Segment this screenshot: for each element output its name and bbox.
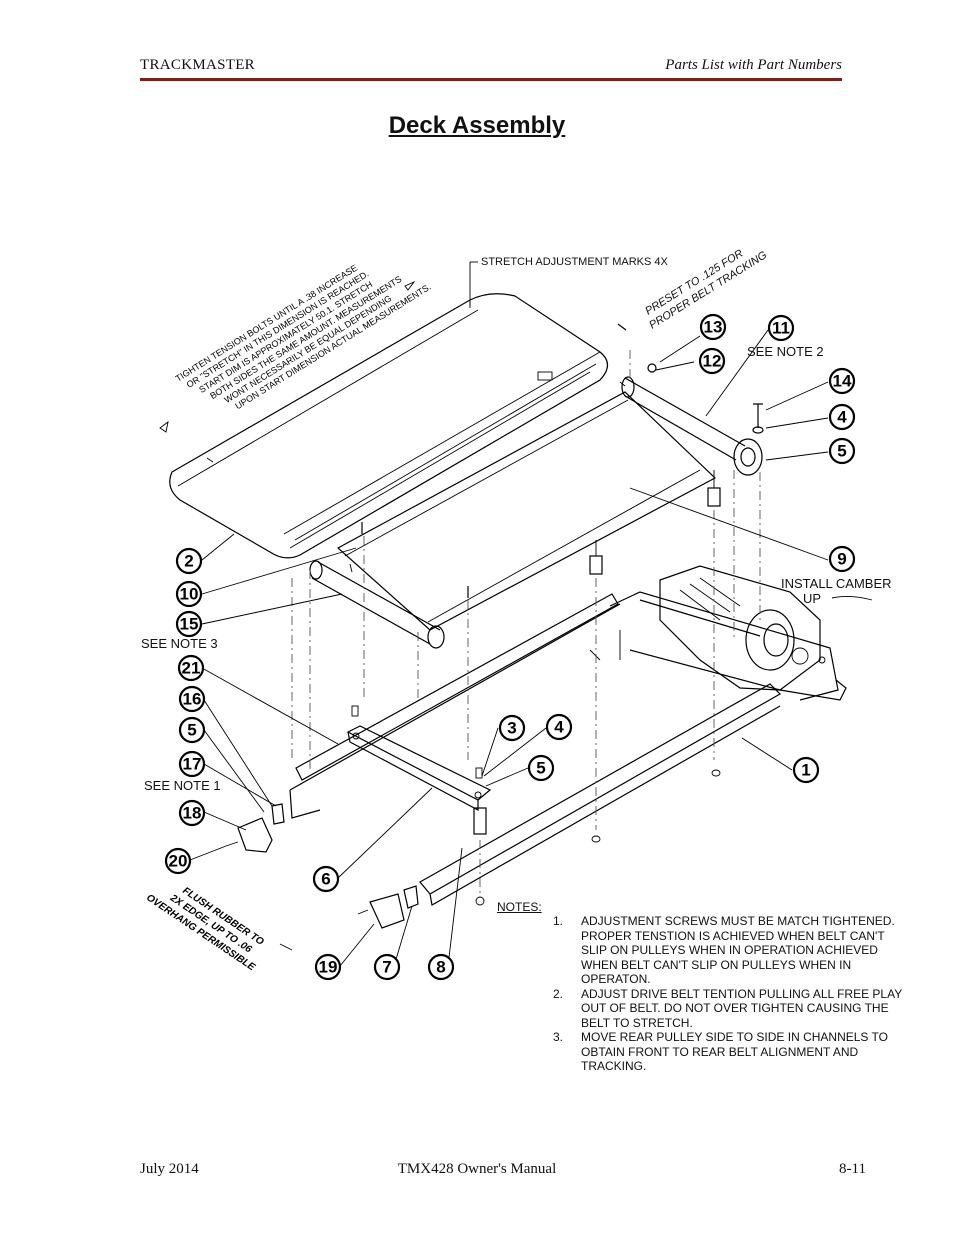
note-item: 3. MOVE REAR PULLEY SIDE TO SIDE IN CHAN… [553,1030,903,1074]
callout-4b: 4 [545,713,573,741]
svg-text:21: 21 [182,659,201,678]
notes-list: 1. ADJUSTMENT SCREWS MUST BE MATCH TIGHT… [553,914,903,1074]
note-text: MOVE REAR PULLEY SIDE TO SIDE IN CHANNEL… [581,1030,888,1073]
callout-4a: 4 [828,403,856,431]
flush-rubber-note: FLUSH RUBBER TO 2X EDGE, UP TO .06 OVERH… [144,885,265,973]
svg-text:18: 18 [183,804,202,823]
header-brand: TRACKMASTER [140,57,255,73]
svg-text:5: 5 [187,721,196,740]
header-section-title: Parts List with Part Numbers [665,57,842,73]
callout-16: 16 [178,685,206,713]
cross-bar [346,725,492,811]
callout-2: 2 [175,547,203,575]
install-camber-up-label: UP [803,591,821,606]
page-title: Deck Assembly [388,112,566,139]
svg-text:6: 6 [321,870,330,889]
callout-5a: 5 [828,437,856,465]
see-note-2-label: SEE NOTE 2 [747,344,824,359]
svg-text:12: 12 [703,352,722,371]
callout-11: 11 [767,314,795,342]
callout-9: 9 [828,545,856,573]
callout-3: 3 [498,714,526,742]
footer-page-number: 8-11 [839,1161,866,1177]
assembly-guides [291,350,761,895]
svg-text:15: 15 [180,615,199,634]
callout-21: 21 [177,654,205,682]
callout-5c: 5 [527,754,555,782]
callout-10: 10 [175,580,203,608]
callout-17: 17 [178,750,206,778]
callout-13: 13 [699,313,727,341]
svg-text:1: 1 [801,761,810,780]
header-rule [140,78,842,81]
note-item: 1. ADJUSTMENT SCREWS MUST BE MATCH TIGHT… [553,914,903,987]
callout-18: 18 [178,799,206,827]
see-note-1-label: SEE NOTE 1 [144,778,221,793]
stretch-marks-label: STRETCH ADJUSTMENT MARKS 4X [481,256,668,268]
svg-text:16: 16 [183,690,202,709]
callout-12: 12 [698,347,726,375]
note-number: 2. [553,986,564,1001]
main-frame [289,591,847,906]
footer-manual-title: TMX428 Owner's Manual [397,1161,557,1177]
note-text: ADJUSTMENT SCREWS MUST BE MATCH TIGHTENE… [581,914,895,986]
callout-8: 8 [427,953,455,981]
svg-text:19: 19 [319,958,338,977]
front-roller [619,376,763,476]
callout-14: 14 [828,367,856,395]
svg-text:5: 5 [837,442,846,461]
callout-20: 20 [164,847,192,875]
svg-text:8: 8 [436,958,445,977]
note-item: 2. ADJUST DRIVE BELT TENTION PULLING ALL… [553,987,903,1031]
note-text: ADJUST DRIVE BELT TENTION PULLING ALL FR… [581,986,902,1030]
motor-assembly [659,565,826,691]
svg-text:2: 2 [184,552,193,571]
elevation-posts [473,470,721,835]
footer-date: July 2014 [140,1161,199,1177]
svg-text:17: 17 [183,755,202,774]
tension-instructions: TIGHTEN TENSION BOLTS UNTIL A .38 INCREA… [174,263,433,412]
brackets [225,803,419,951]
callout-15: 15 [175,610,203,638]
svg-text:9: 9 [837,550,846,569]
see-note-3-label: SEE NOTE 3 [141,636,218,651]
svg-text:20: 20 [169,852,188,871]
notes-heading: NOTES: [497,900,542,914]
note-number: 1. [553,914,564,928]
note-number: 3. [553,1030,564,1044]
svg-text:3: 3 [507,719,516,738]
callout-7: 7 [373,953,401,981]
callout-19: 19 [314,953,342,981]
callout-5b: 5 [178,716,206,744]
hardware [351,323,764,906]
svg-text:10: 10 [180,585,199,604]
treadmill-belt [169,293,609,559]
install-camber-label: INSTALL CAMBER [781,576,892,591]
rear-roller [309,560,445,649]
leader-lines [189,329,873,967]
svg-text:13: 13 [704,318,723,337]
deck-board [336,391,717,631]
callout-1: 1 [792,756,820,784]
svg-text:7: 7 [382,958,391,977]
callout-6: 6 [312,865,340,893]
svg-text:5: 5 [536,759,545,778]
svg-text:11: 11 [772,319,790,338]
svg-text:4: 4 [554,718,564,737]
svg-text:14: 14 [833,372,852,391]
svg-text:4: 4 [837,408,847,427]
